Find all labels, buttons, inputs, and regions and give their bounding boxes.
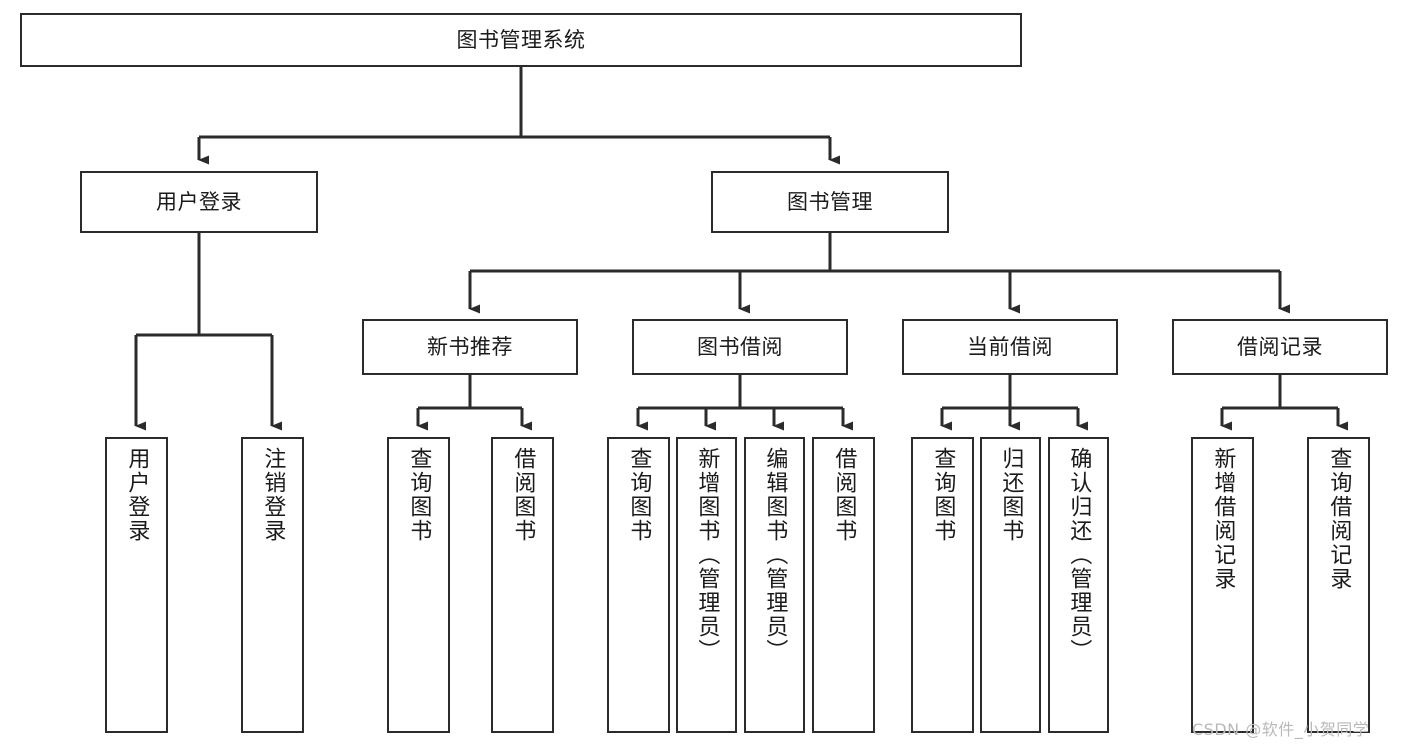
node-label: 查询图书 xyxy=(930,447,956,543)
node-label: 借阅记录 xyxy=(1237,334,1323,359)
node-user-login[interactable]: 用户登录 xyxy=(80,171,318,233)
node-label: 注销登录 xyxy=(260,447,286,543)
node-label: 图书借阅 xyxy=(697,334,783,359)
node-label: 借阅图书 xyxy=(510,447,536,543)
leaf-new-book-query-book[interactable]: 查询图书 xyxy=(387,437,450,733)
leaf-borrow-record-add-record[interactable]: 新增借阅记录 xyxy=(1191,437,1254,733)
node-label: 查询借阅记录 xyxy=(1326,447,1352,591)
node-book-management[interactable]: 图书管理 xyxy=(711,171,949,233)
leaf-borrow-record-query-record[interactable]: 查询借阅记录 xyxy=(1307,437,1370,733)
node-label: 新书推荐 xyxy=(427,334,513,359)
node-label: 图书管理 xyxy=(787,189,873,214)
node-label: 查询图书 xyxy=(406,447,432,543)
node-label: 编辑图书（管理员） xyxy=(762,447,788,663)
node-label: 图书管理系统 xyxy=(456,27,586,52)
node-current-borrow[interactable]: 当前借阅 xyxy=(902,319,1118,375)
leaf-new-book-borrow-book[interactable]: 借阅图书 xyxy=(491,437,554,733)
leaf-current-borrow-confirm-return-admin[interactable]: 确认归还（管理员） xyxy=(1048,437,1109,733)
node-label: 借阅图书 xyxy=(831,447,857,543)
node-label: 用户登录 xyxy=(124,447,150,543)
node-root-book-management-system[interactable]: 图书管理系统 xyxy=(20,13,1022,67)
node-label: 当前借阅 xyxy=(967,334,1053,359)
leaf-book-borrow-add-book-admin[interactable]: 新增图书（管理员） xyxy=(676,437,737,733)
node-book-borrow[interactable]: 图书借阅 xyxy=(632,319,848,375)
node-label: 确认归还（管理员） xyxy=(1066,447,1092,663)
leaf-book-borrow-query-book[interactable]: 查询图书 xyxy=(607,437,670,733)
leaf-current-borrow-query-book[interactable]: 查询图书 xyxy=(911,437,974,733)
csdn-watermark: CSDN @软件_小贺同学 xyxy=(1192,720,1370,739)
node-label: 归还图书 xyxy=(998,447,1024,543)
node-borrow-record[interactable]: 借阅记录 xyxy=(1172,319,1388,375)
leaf-current-borrow-return-book[interactable]: 归还图书 xyxy=(980,437,1041,733)
leaf-book-borrow-borrow-book[interactable]: 借阅图书 xyxy=(812,437,875,733)
leaf-book-borrow-edit-book-admin[interactable]: 编辑图书（管理员） xyxy=(744,437,805,733)
node-label: 新增图书（管理员） xyxy=(694,447,720,663)
leaf-user-login-login[interactable]: 用户登录 xyxy=(105,437,168,733)
leaf-user-login-logout[interactable]: 注销登录 xyxy=(241,437,304,733)
node-label: 新增借阅记录 xyxy=(1210,447,1236,591)
node-label: 用户登录 xyxy=(156,189,242,214)
node-new-book-recommend[interactable]: 新书推荐 xyxy=(362,319,578,375)
node-label: 查询图书 xyxy=(626,447,652,543)
